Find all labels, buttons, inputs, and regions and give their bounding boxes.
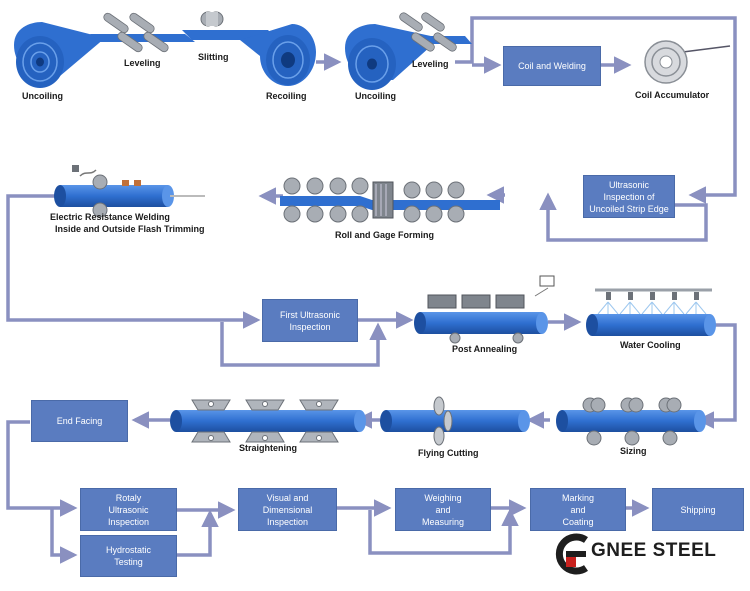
label-leveling-2: Leveling: [412, 59, 449, 69]
label-erw-line1: Electric Resistance Welding: [50, 212, 170, 222]
label-flying-cutting: Flying Cutting: [418, 448, 479, 458]
label-roll-forming: Roll and Gage Forming: [335, 230, 435, 240]
label-water-cooling: Water Cooling: [620, 340, 681, 350]
box-hydrostatic-testing: Hydrostatic Testing: [80, 535, 177, 577]
brand-name: GNEE STEEL: [591, 540, 717, 561]
box-visual-dimensional: Visual and Dimensional Inspection: [238, 488, 337, 531]
flying-cutting: [380, 396, 530, 446]
box-weighing-measuring: Weighing and Measuring: [395, 488, 491, 531]
box-ultrasonic-strip-edge: Ultrasonic Inspection of Uncoiled Strip …: [583, 175, 675, 218]
recoiling-coil: [240, 24, 316, 86]
straightening: [170, 399, 366, 443]
label-coil-accumulator: Coil Accumulator: [635, 90, 710, 100]
post-annealing: [414, 275, 555, 344]
box-rotaly-ultrasonic: Rotaly Ultrasonic Inspection: [80, 488, 177, 531]
label-post-annealing: Post Annealing: [452, 344, 518, 354]
uncoiling-1-coil: [14, 22, 105, 88]
label-slitting: Slitting: [198, 52, 229, 62]
label-uncoiling-1: Uncoiling: [22, 91, 63, 101]
label-erw-line2: Inside and Outside Flash Trimming: [55, 224, 205, 234]
leveling-1-strip: [90, 12, 195, 53]
label-leveling-1: Leveling: [124, 58, 161, 68]
roll-forming: [280, 177, 500, 223]
label-sizing: Sizing: [620, 446, 647, 456]
water-cooling: [586, 288, 716, 336]
label-straightening: Straightening: [239, 443, 297, 453]
sizing: [556, 397, 706, 446]
coil-accumulator: [644, 40, 731, 84]
erw-pipe: [54, 165, 205, 218]
box-first-ultrasonic: First Ultrasonic Inspection: [262, 299, 358, 342]
box-coil-and-welding: Coil and Welding: [503, 46, 601, 86]
label-uncoiling-2: Uncoiling: [355, 91, 396, 101]
box-marking-coating: Marking and Coating: [530, 488, 626, 531]
uncoiling-2-coil: [345, 24, 440, 90]
box-end-facing: End Facing: [31, 400, 128, 442]
box-shipping: Shipping: [652, 488, 744, 531]
gnee-logo-mark: [555, 533, 588, 575]
label-recoiling: Recoiling: [266, 91, 307, 101]
leveling-2-strip: [399, 12, 472, 52]
